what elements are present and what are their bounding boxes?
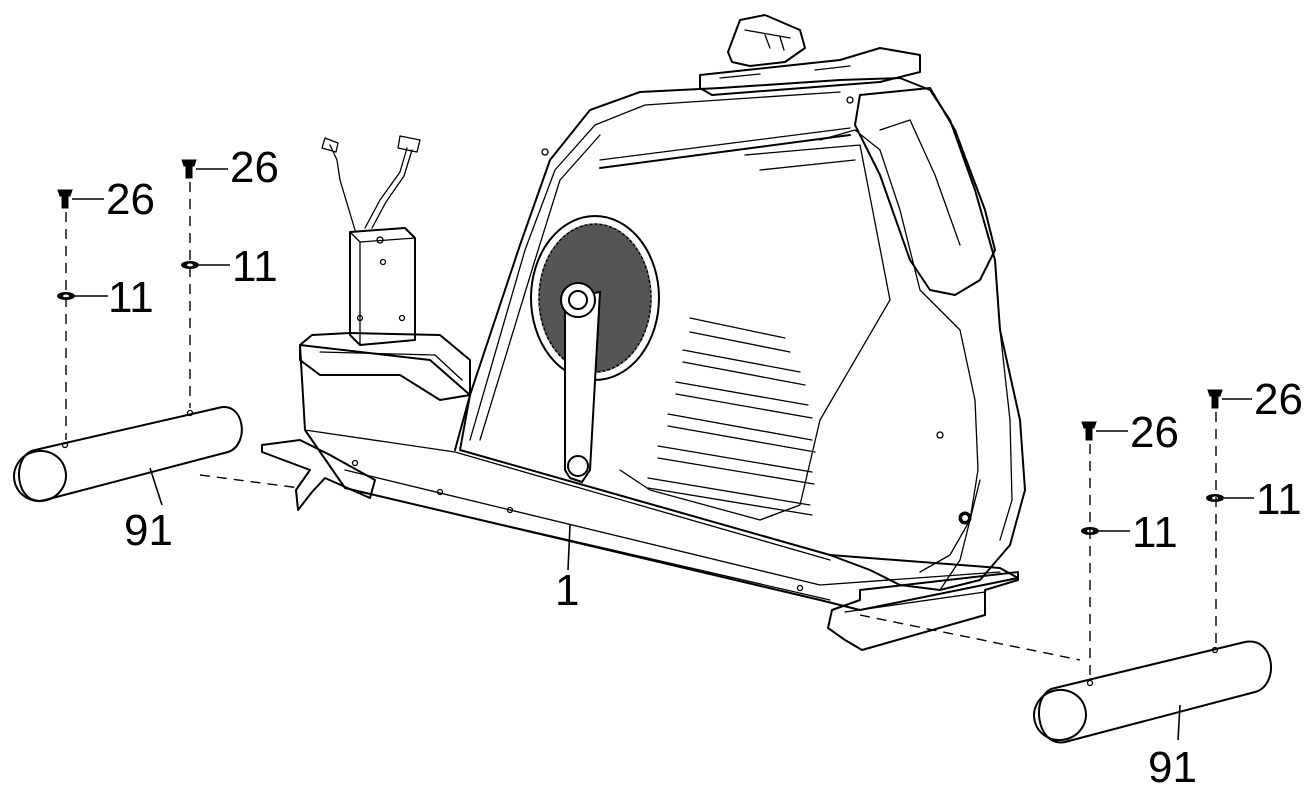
crank-arm: [560, 282, 602, 484]
label-bolt-right-b: 26: [1254, 375, 1303, 424]
washer-right-b: [1206, 494, 1224, 502]
label-washer-left-a: 11: [108, 273, 154, 322]
vent-slots: [647, 317, 816, 516]
label-washer-right-a: 11: [1132, 508, 1178, 557]
main-frame: [261, 14, 1026, 651]
left-stabilizer: [13, 406, 301, 503]
bolt-right-b: [1207, 389, 1223, 409]
label-bolt-left-a: 26: [106, 175, 155, 224]
label-bolt-right-a: 26: [1130, 408, 1179, 457]
bolt-right-a: [1081, 421, 1097, 441]
label-washer-right-b: 11: [1256, 475, 1302, 524]
assembly-lines: [65, 182, 1217, 678]
label-bolt-left-b: 26: [230, 143, 279, 192]
leader-lines: [72, 168, 1254, 741]
right-stabilizer: [859, 614, 1272, 744]
label-stabilizer-right: 91: [1148, 743, 1197, 789]
washer-left-a: [57, 292, 75, 300]
washer-left-b: [181, 261, 199, 269]
label-stabilizer-left: 91: [124, 506, 173, 555]
label-frame: 1: [555, 566, 579, 615]
bolt-left-a: [57, 189, 73, 209]
label-washer-left-b: 11: [232, 242, 278, 291]
bolt-left-b: [181, 159, 197, 179]
